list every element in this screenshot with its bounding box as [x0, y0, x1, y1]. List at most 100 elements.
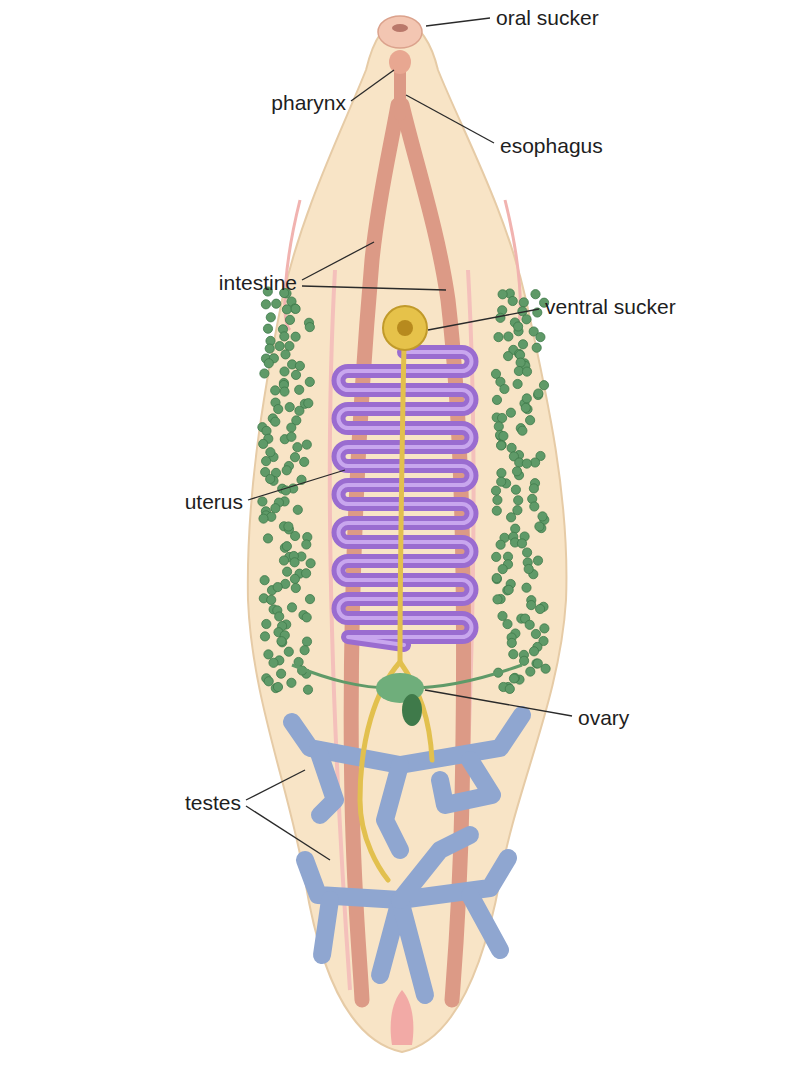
vitelline-follicle [523, 548, 532, 557]
vitelline-follicle [496, 540, 505, 549]
vitelline-follicle [538, 512, 547, 521]
vitelline-follicle [290, 453, 299, 462]
vitelline-follicle [511, 485, 520, 494]
vitelline-follicle [271, 386, 280, 395]
vitelline-follicle [304, 399, 313, 408]
vitelline-follicle [260, 632, 269, 641]
vitelline-follicle [518, 340, 527, 349]
vitelline-follicle [531, 629, 540, 638]
vitelline-follicle [264, 359, 273, 368]
vitelline-follicle [282, 466, 291, 475]
vitelline-follicle [522, 583, 531, 592]
part-label: ovary [578, 705, 629, 730]
vitelline-follicle [494, 333, 503, 342]
vitelline-follicle [285, 315, 294, 324]
vitelline-follicle [536, 333, 545, 342]
vitelline-follicle [492, 506, 501, 515]
vitelline-follicle [272, 299, 281, 308]
vitelline-follicle [509, 674, 518, 683]
vitelline-follicle [534, 389, 543, 398]
vitelline-follicle [260, 576, 269, 585]
vitelline-follicle [503, 620, 512, 629]
vitelline-follicle [516, 358, 525, 367]
vitelline-follicle [300, 646, 309, 655]
vitelline-follicle [287, 678, 296, 687]
vitelline-follicle [284, 647, 293, 656]
vitelline-follicle [293, 505, 302, 514]
vitelline-follicle [504, 332, 513, 341]
vitelline-follicle [293, 443, 302, 452]
vitelline-follicle [514, 496, 523, 505]
vitelline-follicle [497, 477, 506, 486]
vitelline-follicle [518, 426, 527, 435]
vitelline-follicle [302, 540, 311, 549]
vitelline-follicle [500, 384, 509, 393]
vitelline-follicle [497, 468, 506, 477]
vitelline-follicle [280, 387, 289, 396]
intestine [351, 105, 398, 1000]
vitelline-follicle [507, 638, 516, 647]
part-label: testes [185, 790, 241, 815]
vitelline-follicle [263, 534, 272, 543]
vitelline-follicle [273, 583, 282, 592]
vitelline-follicle [511, 524, 520, 533]
yellow-duct [360, 345, 404, 880]
vitelline-follicle [531, 290, 540, 299]
vitelline-follicle [533, 556, 542, 565]
pharynx [389, 50, 411, 74]
vitelline-follicle [507, 513, 516, 522]
vitelline-follicle [281, 350, 290, 359]
vitelline-follicle [497, 441, 506, 450]
vitelline-follicle [504, 585, 513, 594]
part-label: uterus [185, 489, 243, 514]
vitelline-follicle [492, 395, 501, 404]
vitelline-follicle [497, 440, 506, 449]
vitelline-follicle [498, 565, 507, 574]
vitelline-follicle [291, 304, 300, 313]
part-label: intestine [219, 270, 297, 295]
vitelline-follicle [530, 502, 539, 511]
vitelline-follicle [277, 669, 286, 678]
vitelline-follicle [287, 432, 296, 441]
vitelline-follicle [527, 601, 536, 610]
vitelline-follicle [274, 405, 283, 414]
vitelline-follicle [531, 458, 540, 467]
vitelline-follicle [277, 637, 286, 646]
vitelline-follicle [525, 620, 534, 629]
vitelline-follicle [493, 595, 502, 604]
vitelline-follicle [271, 417, 280, 426]
vitelline-follicle [295, 361, 304, 370]
vitelline-follicle [498, 413, 507, 422]
vitelline-follicle [263, 324, 272, 333]
vitelline-follicle [302, 613, 311, 622]
part-label: pharynx [271, 90, 346, 115]
part-label: esophagus [500, 133, 603, 158]
vitelline-follicle [522, 315, 531, 324]
oral-sucker [378, 16, 422, 48]
vitelline-follicle [291, 332, 300, 341]
vitelline-follicle [271, 504, 280, 513]
vitelline-follicle [526, 416, 535, 425]
testes [292, 715, 522, 995]
vitelline-follicle [529, 647, 538, 656]
vitelline-follicle [266, 313, 275, 322]
vitelline-follicle [260, 369, 269, 378]
vitelline-follicle [529, 484, 538, 493]
vitelline-follicle [275, 342, 284, 351]
vitelline-follicle [295, 385, 304, 394]
vitelline-follicle [302, 440, 311, 449]
vitelline-follicle [290, 558, 299, 567]
vitelline-follicle [519, 298, 528, 307]
vitelline-follicle [492, 574, 501, 583]
vitelline-follicle [539, 381, 548, 390]
vitelline-follicle [302, 637, 311, 646]
vitelline-follicle [283, 567, 292, 576]
vitelline-follicle [284, 522, 293, 531]
vitelline-follicle [267, 595, 276, 604]
vitelline-follicle [290, 304, 299, 313]
ventral-sucker [383, 306, 427, 350]
vitelline-follicle [258, 497, 267, 506]
vitelline-follicle [291, 531, 300, 540]
vitelline-follicle [498, 290, 507, 299]
vitelline-follicle [279, 556, 288, 565]
